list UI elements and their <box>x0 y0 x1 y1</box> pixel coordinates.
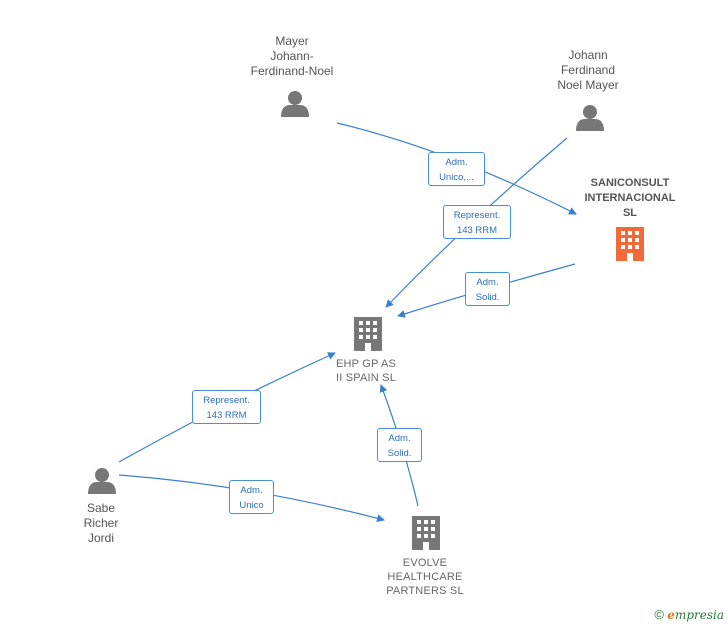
edge-label-evolve-ehp[interactable]: Adm. Solid. <box>377 428 422 462</box>
empresia-watermark: © empresia <box>654 607 724 622</box>
building-icon-ehp[interactable] <box>354 317 382 351</box>
brand-e: e <box>667 608 675 622</box>
node-label-ehp[interactable]: EHP GP AS II SPAIN SL <box>335 358 397 384</box>
node-label-johann[interactable]: Johann Ferdinand Noel Mayer <box>557 48 619 92</box>
node-label-evolve[interactable]: EVOLVE HEALTHCARE PARTNERS SL <box>386 557 464 597</box>
edge-label-sabe-ehp[interactable]: Represent. 143 RRM <box>192 390 261 424</box>
edge-label-johann-ehp[interactable]: Represent. 143 RRM <box>443 205 511 239</box>
edge-label-mayer-saniconsult[interactable]: Adm. Unico,... <box>428 152 485 186</box>
node-label-sabe[interactable]: Sabe Richer Jordi <box>83 501 119 545</box>
person-icon[interactable] <box>281 91 309 117</box>
node-label-mayer[interactable]: Mayer Johann- Ferdinand-Noel <box>250 34 334 78</box>
edge-label-saniconsult-ehp[interactable]: Adm. Solid. <box>465 272 510 306</box>
edge-label-sabe-evolve[interactable]: Adm. Unico <box>229 480 274 514</box>
node-label-saniconsult[interactable]: SANICONSULT INTERNACIONAL SL <box>584 177 676 219</box>
building-icon-evolve[interactable] <box>412 516 440 550</box>
brand-name: mpresia <box>674 608 724 622</box>
copyright-symbol: © <box>654 607 664 622</box>
person-icon[interactable] <box>88 468 116 494</box>
person-icon[interactable] <box>576 105 604 131</box>
building-icon-saniconsult[interactable] <box>616 227 644 261</box>
